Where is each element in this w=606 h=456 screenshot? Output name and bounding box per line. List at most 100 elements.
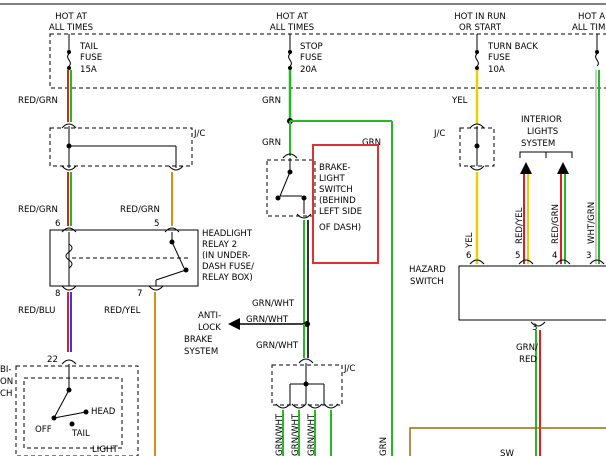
arrow-interior-1 — [520, 162, 532, 174]
brake-switch-highlight — [312, 144, 379, 264]
power-label-3b: OR START — [459, 23, 502, 33]
fuse-turn-label-2: FUSE — [488, 53, 510, 63]
jc-left-bottom-connector-2 — [168, 165, 184, 171]
fuse-stop — [288, 34, 292, 70]
combi-switch-box — [15, 365, 139, 456]
abs-label-2: LOCK — [198, 323, 221, 333]
hazard-label-2: SWITCH — [410, 277, 444, 287]
wire-label-hazard-out-2: RED — [519, 355, 537, 365]
bottom-right-label: SW — [500, 449, 514, 456]
wire-label-bottom-3: GRN/WHT — [307, 413, 317, 456]
wire-label-tail-out: RED/GRN — [18, 96, 58, 106]
hazard-pin-4: 4 — [552, 251, 557, 261]
abs-label-4: SYSTEM — [184, 347, 218, 357]
wire-label-stop-out: GRN — [262, 96, 281, 106]
wire-label-hazard-whtgrn: WHT/GRN — [587, 202, 597, 244]
relay-pin-6: 6 — [55, 219, 60, 229]
fuse-turn — [475, 34, 479, 70]
wire-label-bottom-2: GRN/WHT — [291, 413, 301, 456]
wire-label-hazard-redgrn: RED/GRN — [551, 204, 561, 244]
abs-label-1: ANTI- — [198, 311, 221, 321]
combi-label-3: CH — [0, 389, 12, 399]
brake-switch-label-6: OF DASH) — [319, 223, 361, 233]
combi-label-light: LIGHT — [92, 445, 118, 455]
hazard-label-1: HAZARD — [409, 265, 446, 275]
power-label-2b: ALL TIMES — [270, 23, 314, 33]
power-label-4a: HOT A — [578, 12, 605, 22]
relay-pin-7: 7 — [137, 289, 142, 299]
hazard-out-pin: 3 — [532, 323, 537, 333]
wire-label-hazard-yel: YEL — [465, 232, 475, 249]
combi-pin-22: 22 — [47, 355, 58, 365]
hazard-pin-5: 5 — [515, 251, 520, 261]
wire-label-turn-out: YEL — [451, 96, 468, 106]
fuse-tail-label-3: 15A — [80, 65, 97, 75]
relay-pin-5: 5 — [154, 219, 159, 229]
brake-switch-label-4: (BEHIND — [319, 196, 356, 206]
interior-label-3: SYSTEM — [521, 139, 555, 149]
wire-label-stop-right: GRN — [362, 138, 381, 148]
abs-label-3: BRAKE — [184, 335, 212, 345]
bottom-right-module — [409, 427, 606, 456]
wire-label-stop-branch: GRN — [262, 138, 281, 148]
wire-label-hazard-redyel: RED/YEL — [515, 207, 525, 244]
combi-label-2: ON — [0, 377, 13, 387]
relay-label-5: RELAY BOX) — [202, 273, 253, 283]
wire-label-switch-out-1: GRN/WHT — [252, 299, 295, 309]
power-label-1a: HOT AT — [55, 12, 87, 22]
relay-label-1: HEADLIGHT — [202, 229, 253, 239]
hazard-switch-box — [458, 265, 606, 321]
fuse-tail-label-1: TAIL — [79, 42, 98, 52]
combi-label-off: OFF — [35, 425, 52, 435]
power-label-4b: ALL TIM — [572, 23, 605, 33]
arrow-abs — [228, 318, 240, 330]
jc-left-bottom-connector-1 — [61, 165, 77, 171]
fuse-tail-label-2: FUSE — [80, 53, 102, 63]
fuse-right — [595, 34, 599, 67]
power-label-2a: HOT AT — [276, 12, 308, 22]
arrow-interior-2 — [557, 162, 569, 174]
wire-label-switch-out-3: GRN/WHT — [256, 341, 299, 351]
fuse-stop-label-3: 20A — [300, 65, 317, 75]
combi-label-tail: TAIL — [71, 429, 90, 439]
wire-label-relay-out-left: RED/BLU — [18, 306, 55, 316]
brake-switch-label-1: BRAKE- — [319, 163, 351, 173]
fuse-stop-label-1: STOP — [300, 42, 323, 52]
power-label-1b: ALL TIMES — [49, 23, 93, 33]
relay-label-3: (IN UNDER- — [202, 251, 251, 261]
wire-label-relay-out-right: RED/YEL — [104, 306, 141, 316]
brake-switch-label-5: LEFT SIDE — [319, 207, 362, 217]
junction-left — [49, 127, 193, 167]
wire-label-bottom-1: GRN/WHT — [275, 413, 285, 456]
power-label-3a: HOT IN RUN — [454, 12, 506, 22]
junction-bottom — [271, 364, 343, 406]
brake-switch-label-3: SWITCH — [319, 185, 353, 195]
wire-label-hazard-out-1: GRN/ — [516, 343, 538, 353]
relay-pin-8: 8 — [55, 289, 60, 299]
junction-bottom-label: J/C — [343, 364, 355, 374]
combi-label-1: BI- — [0, 365, 12, 375]
brake-switch-box — [266, 159, 316, 217]
brake-switch-label-2: LIGHT — [319, 174, 345, 184]
combi-label-head: HEAD — [91, 407, 116, 417]
fuse-turn-label-3: 10A — [488, 65, 505, 75]
junction-left-label: J/C — [193, 129, 205, 139]
wire-label-jc-out-right: RED/GRN — [120, 205, 160, 215]
relay-label-2: RELAY 2 — [202, 240, 237, 250]
combi-switch-inner — [23, 377, 123, 449]
hazard-pin-3: 3 — [586, 251, 591, 261]
fuse-box — [49, 33, 606, 89]
relay-coil — [65, 243, 73, 269]
wire-label-bottom-4: GRN — [379, 437, 389, 456]
jc-left-top-connector — [61, 123, 77, 129]
interior-label-1: INTERIOR — [521, 115, 562, 125]
headlight-relay-box — [49, 229, 199, 287]
fuse-stop-label-2: FUSE — [300, 53, 322, 63]
fuse-turn-label-1: TURN BACK — [487, 42, 538, 52]
interior-label-2: LIGHTS — [527, 127, 558, 137]
fuse-tail — [67, 34, 71, 70]
relay-label-4: DASH FUSE/ — [202, 262, 254, 272]
hazard-pin-6: 6 — [466, 251, 471, 261]
wire-label-jc-out-left: RED/GRN — [18, 205, 58, 215]
